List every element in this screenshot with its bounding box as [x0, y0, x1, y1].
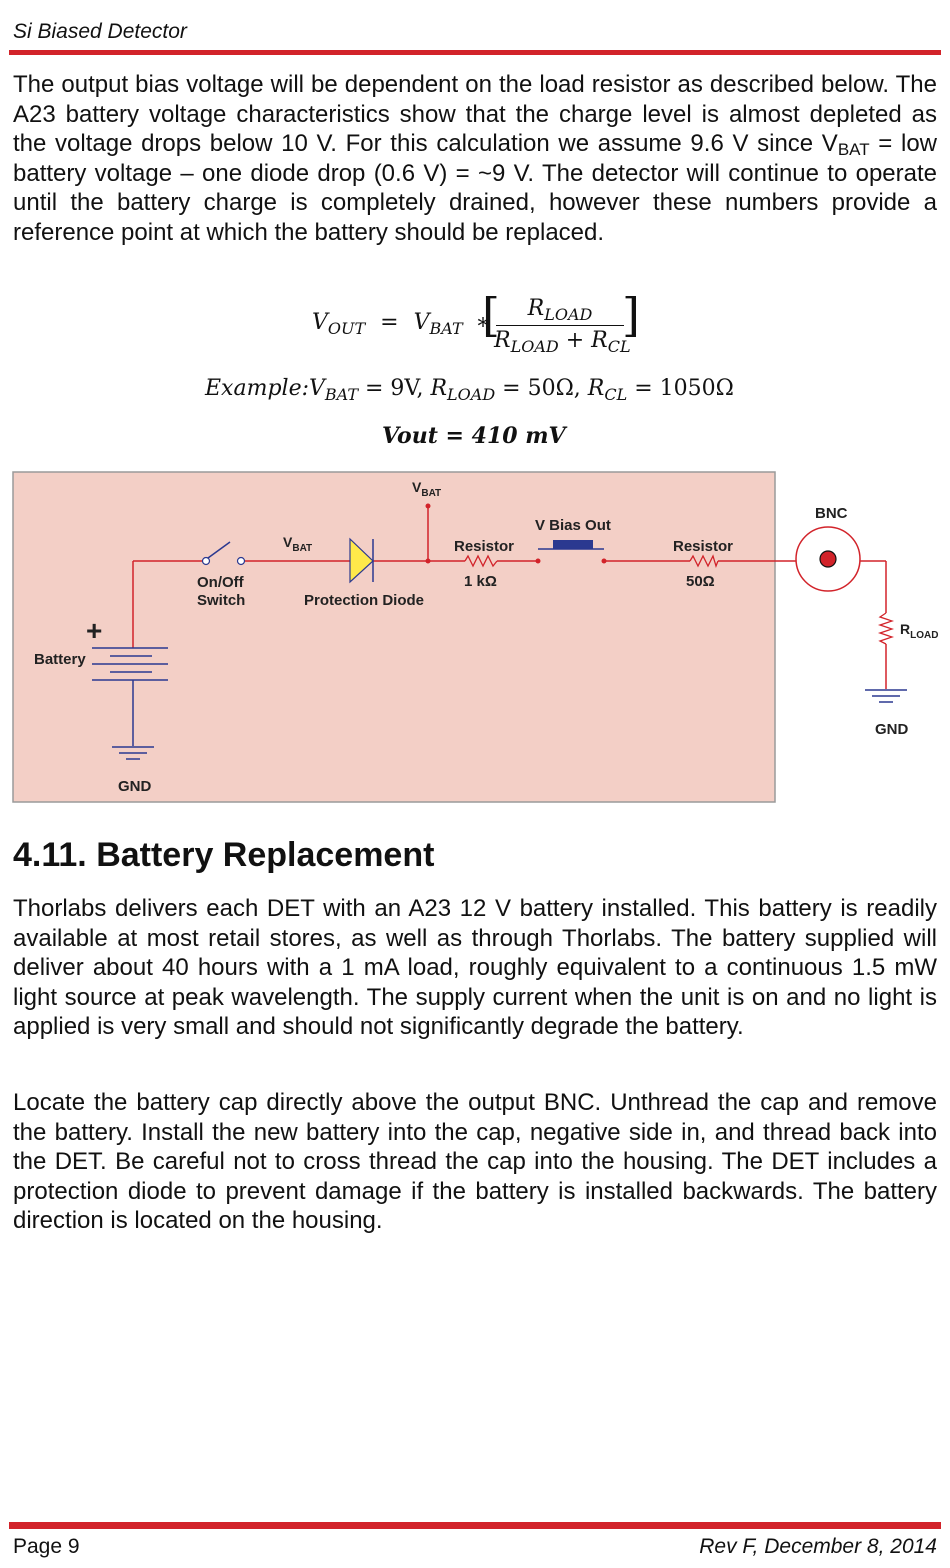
junction-node — [425, 558, 431, 564]
circuit-diagram: VBAT BNC V Bias Out VBAT Resistor 1 kΩ R… — [12, 471, 938, 803]
resistor-1k-symbol — [464, 554, 498, 568]
intro-subscript: BAT — [837, 140, 870, 159]
on-off-switch-symbol — [201, 541, 246, 566]
equation-result: Vout = 410 mV — [382, 423, 566, 449]
battery-plus-sign: + — [86, 615, 102, 646]
ground-symbol-left — [112, 746, 154, 760]
rload-label: RLOAD — [900, 621, 938, 641]
intro-text-1: The output bias voltage will be dependen… — [13, 71, 937, 157]
v-bias-out-terminal — [553, 540, 593, 549]
resistor-1-title: Resistor — [454, 538, 514, 555]
v-bias-out-label: V Bias Out — [535, 517, 611, 534]
page-number: Page 9 — [13, 1535, 80, 1558]
header-rule — [9, 50, 941, 55]
intro-paragraph: The output bias voltage will be dependen… — [13, 70, 937, 247]
footer-rule — [9, 1522, 941, 1529]
vbat-mid-label: VBAT — [283, 534, 312, 554]
fraction-bar — [496, 325, 624, 326]
vbat-tap-node — [425, 503, 431, 509]
fraction-numerator: RLOAD — [527, 296, 593, 324]
protection-diode-symbol — [349, 537, 374, 584]
vbat-top-label: VBAT — [412, 479, 441, 499]
section-heading: 4.11. Battery Replacement — [13, 836, 435, 874]
protection-diode-label: Protection Diode — [304, 592, 424, 609]
resistor-2-title: Resistor — [673, 538, 733, 555]
switch-label-line1: On/Off — [197, 574, 245, 591]
switch-label-line2: Switch — [197, 592, 245, 609]
left-bracket: [ — [482, 288, 500, 342]
right-bracket: ] — [622, 288, 640, 342]
equation-example: Example:VBAT = 9V, RLOAD = 50Ω, RCL = 10… — [205, 376, 734, 404]
intro-text-2: = low battery voltage – one diode drop (… — [13, 130, 937, 246]
body-paragraph-2: Locate the battery cap directly above th… — [13, 1089, 937, 1234]
resistor-1-value: 1 kΩ — [464, 573, 497, 590]
rload-resistor-symbol — [877, 612, 895, 645]
bnc-connector-symbol — [795, 526, 861, 592]
bias-node-right — [601, 558, 607, 564]
equation-fraction: [ RLOAD RLOAD + RCL ] — [482, 288, 640, 356]
bnc-label: BNC — [815, 505, 848, 522]
bias-node-left — [535, 558, 541, 564]
resistor-2-value: 50Ω — [686, 573, 715, 590]
gnd-left-label: GND — [118, 778, 152, 795]
ground-symbol-right — [865, 689, 907, 703]
fraction-denominator: RLOAD + RCL — [494, 328, 631, 356]
gnd-right-label: GND — [875, 721, 909, 738]
equation-vout-formula: VOUT = VBAT ∗ — [312, 310, 491, 338]
battery-symbol — [92, 647, 168, 681]
battery-label: Battery — [34, 651, 86, 668]
running-header-title: Si Biased Detector — [13, 20, 187, 43]
body-paragraph-1: Thorlabs delivers each DET with an A23 1… — [13, 895, 937, 1040]
resistor-50-symbol — [689, 554, 719, 568]
revision-date: Rev F, December 8, 2014 — [699, 1535, 937, 1558]
